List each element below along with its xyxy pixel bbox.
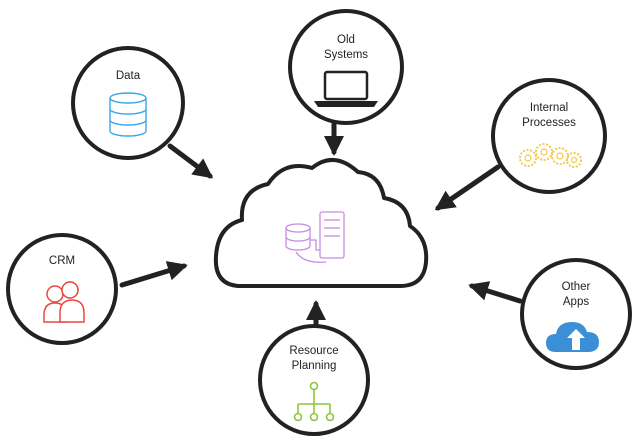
node-crm-label: CRM <box>49 255 75 267</box>
node-other-apps-line1: Other <box>562 281 591 293</box>
hierarchy-icon <box>293 381 335 422</box>
node-crm: CRM <box>6 233 118 345</box>
arrow-data <box>167 143 214 179</box>
node-data-label: Data <box>116 70 141 82</box>
node-data: Data <box>71 46 185 160</box>
users-icon <box>43 281 85 323</box>
node-internal-processes-line1: Internal <box>530 102 568 114</box>
arrow-crm <box>119 261 188 288</box>
node-old-systems-line2: Systems <box>324 49 368 61</box>
cloud-server-icon <box>285 211 345 263</box>
node-internal-processes: Internal Processes <box>491 78 607 194</box>
gears-icon <box>519 143 582 168</box>
cloud-upload-icon <box>546 322 599 352</box>
node-resource-planning-line2: Planning <box>292 360 337 372</box>
central-cloud <box>213 158 429 288</box>
node-old-systems: Old Systems <box>288 9 404 125</box>
node-resource-planning-line1: Resource <box>289 345 338 357</box>
arrow-other-apps <box>468 281 523 304</box>
node-resource-planning: Resource Planning <box>258 324 370 436</box>
arrow-internal-processes <box>434 164 501 211</box>
node-other-apps-line2: Apps <box>563 296 589 308</box>
database-icon <box>109 92 147 137</box>
connector-arrows <box>119 121 523 331</box>
laptop-icon <box>314 70 378 107</box>
node-internal-processes-line2: Processes <box>522 117 576 129</box>
node-other-apps: Other Apps <box>520 258 632 370</box>
node-old-systems-line1: Old <box>337 34 355 46</box>
